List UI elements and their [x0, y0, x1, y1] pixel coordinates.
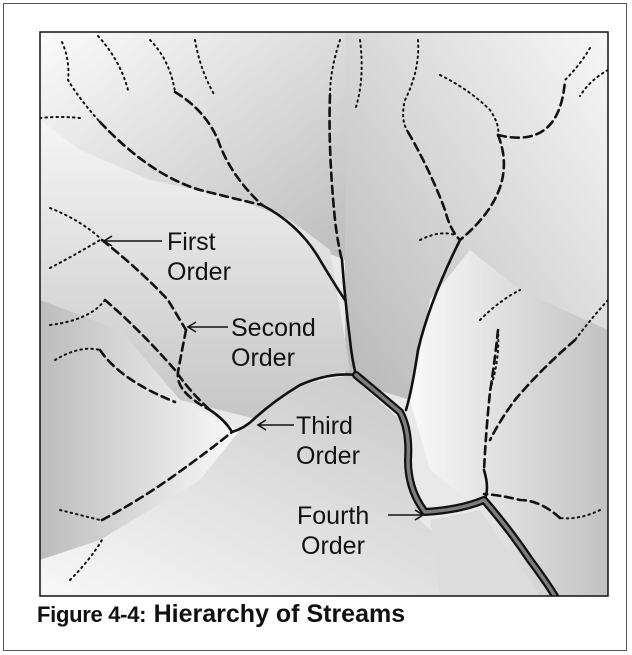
second-order-arrowhead	[186, 321, 197, 333]
diagram-border	[39, 31, 609, 597]
fourth-order-arrowhead	[414, 509, 425, 521]
figure-title: Hierarchy of Streams	[153, 600, 406, 628]
figure-number: Figure 4-4:	[37, 602, 147, 627]
third-order-arrowhead	[256, 419, 267, 431]
fourth-order-label-line2: Order	[301, 532, 365, 560]
first-order-arrowhead	[102, 235, 113, 247]
second-order-streams	[98, 78, 577, 522]
label-arrows	[102, 235, 425, 521]
stream-network	[40, 35, 608, 596]
second-order-label-line1: Second	[231, 314, 316, 342]
third-order-label-line2: Order	[296, 442, 360, 470]
figure-caption: Figure 4-4: Hierarchy of Streams	[37, 600, 405, 629]
third-order-streams	[208, 203, 489, 502]
first-order-label-line1: First	[167, 228, 216, 256]
terrain-shading	[40, 32, 608, 596]
fourth-order-stream-fill	[354, 373, 557, 596]
first-order-label-line2: Order	[167, 258, 231, 286]
third-order-label-line1: Third	[296, 412, 353, 440]
first-order-streams	[40, 35, 608, 581]
fourth-order-label-line1: Fourth	[297, 502, 369, 530]
second-order-label-line2: Order	[231, 344, 295, 372]
